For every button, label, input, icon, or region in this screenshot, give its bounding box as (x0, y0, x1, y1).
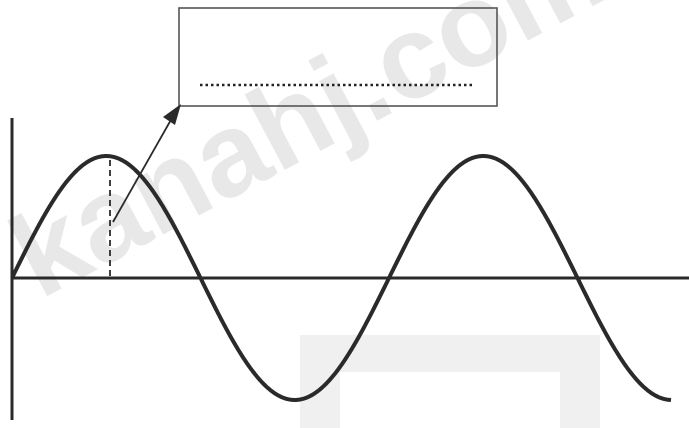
watermark-text: kanahj.com (0, 0, 625, 323)
answer-blank-text: ........................................ (200, 79, 212, 81)
pointer-arrow-line (112, 117, 173, 223)
watermark: kanahj.com (0, 0, 625, 428)
sine-wave-curve (10, 154, 672, 402)
pointer-arrowhead (163, 104, 181, 125)
label-box (178, 7, 498, 107)
watermark-logo-shape (300, 335, 600, 428)
